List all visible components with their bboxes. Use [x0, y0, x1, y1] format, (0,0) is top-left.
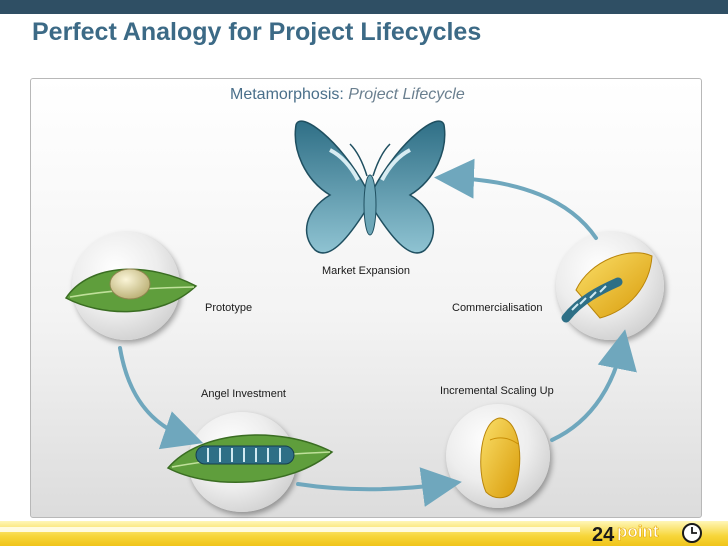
- 24point-logo: 24 point: [592, 522, 702, 545]
- label-commercialisation: Commercialisation: [452, 302, 543, 314]
- butterfly-icon: [294, 120, 446, 254]
- egg-on-leaf-icon: [64, 268, 198, 313]
- arrow-commercial-to-market: [434, 158, 598, 240]
- subtitle-italic: Project Lifecycle: [348, 86, 465, 103]
- slide-title: Perfect Analogy for Project Lifecycles: [32, 18, 482, 46]
- arrow-angel-to-scaling: [296, 467, 462, 507]
- subtitle-prefix: Metamorphosis:: [230, 86, 349, 103]
- arrow-scaling-to-commercial: [550, 329, 637, 442]
- top-bar: [0, 0, 728, 14]
- label-angel-investment: Angel Investment: [201, 388, 286, 400]
- footer-stripe: [0, 527, 580, 532]
- label-market-expansion: Market Expansion: [322, 265, 411, 277]
- cycle-arrows: [118, 158, 637, 507]
- label-incremental-scaling: Incremental Scaling Up: [440, 385, 554, 397]
- diagram-subtitle: Metamorphosis: Project Lifecycle: [230, 86, 465, 104]
- logo-number: 24: [592, 524, 615, 545]
- chrysalis-icon: [480, 417, 521, 499]
- logo-word: point: [617, 522, 659, 541]
- caterpillar-on-leaf-icon: [166, 434, 334, 484]
- emerging-butterfly-icon: [561, 252, 653, 323]
- clock-icon: [682, 523, 702, 543]
- label-prototype: Prototype: [205, 302, 253, 314]
- arrow-prototype-to-angel: [118, 346, 204, 450]
- footer-bar: [0, 521, 728, 546]
